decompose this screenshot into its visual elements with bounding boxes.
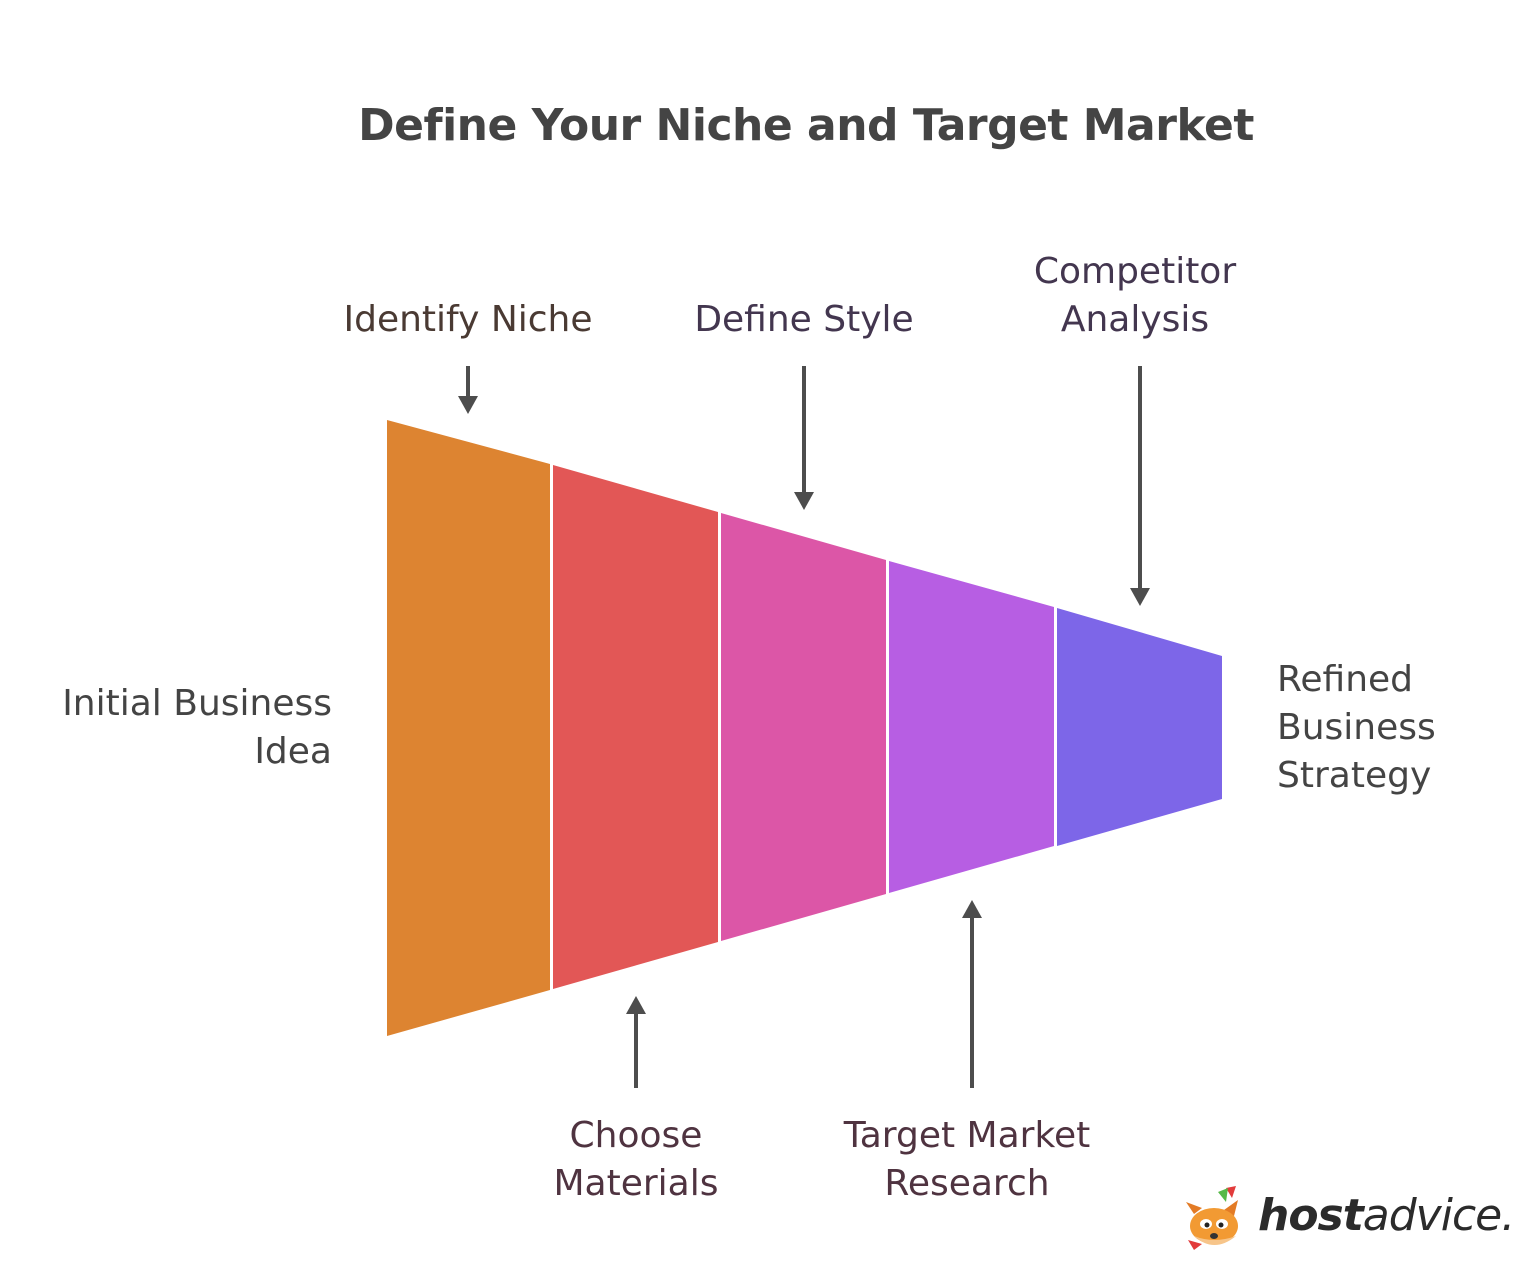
stage-label-identify-niche: Identify Niche <box>343 299 593 340</box>
arrow-target-market-research <box>962 900 982 1088</box>
output-label: Refined Business Strategy <box>1277 659 1436 796</box>
funnel-segment-3 <box>721 513 886 941</box>
stage-label-define-style: Define Style <box>694 299 914 340</box>
brand-regular: advice. <box>1362 1190 1515 1241</box>
stage-label-choose-materials: Choose Materials <box>553 1115 719 1204</box>
arrow-competitor-analysis <box>1130 366 1150 606</box>
brand-wordmark: hostadvice. <box>1258 1190 1515 1241</box>
arrow-define-style <box>794 366 814 510</box>
arrow-identify-niche <box>458 366 478 414</box>
stage-label-competitor-analysis: Competitor Analysis <box>1033 251 1237 340</box>
stage-label-target-market-research: Target Market Research <box>843 1115 1091 1204</box>
fox-mascot-icon <box>1186 1186 1238 1250</box>
brand-bold: host <box>1258 1190 1364 1241</box>
arrow-choose-materials <box>626 996 646 1088</box>
funnel-segment-4 <box>889 561 1054 893</box>
input-label: Initial Business Idea <box>62 683 332 772</box>
funnel-segment-5 <box>1057 608 1222 846</box>
diagram-title: Define Your Niche and Target Market <box>358 100 1254 151</box>
hostadvice-logo: hostadvice. <box>1180 1180 1515 1260</box>
funnel-segment-2 <box>553 465 718 989</box>
funnel-segment-1 <box>387 420 550 1036</box>
